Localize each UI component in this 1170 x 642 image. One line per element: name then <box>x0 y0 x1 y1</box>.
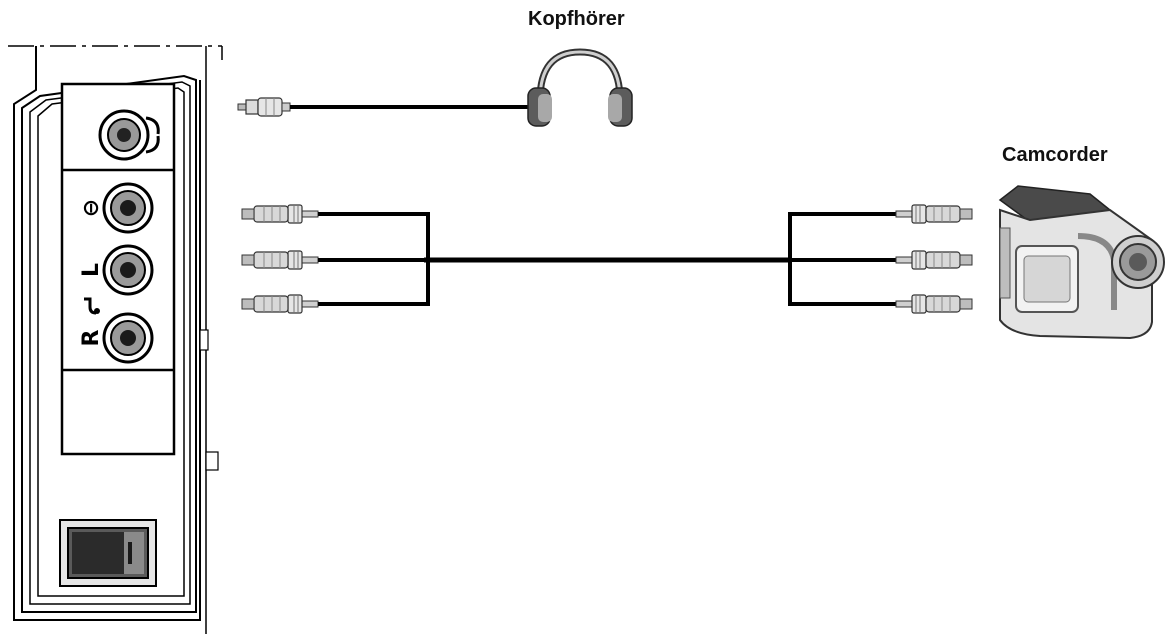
camcorder-label: Camcorder <box>1002 144 1108 166</box>
audio-note-icon <box>84 297 100 315</box>
camcorder-icon <box>998 185 1165 340</box>
video-in-jack <box>102 182 154 234</box>
audio-left-symbol: L <box>79 263 104 277</box>
av-cable-left-plugs <box>241 204 319 314</box>
video-symbol: ⊖ <box>79 199 104 217</box>
audio-right-symbol: R <box>79 329 104 346</box>
headphones-label: Kopfhörer <box>528 8 625 30</box>
audio-right-jack <box>102 312 154 364</box>
av-cable <box>318 212 900 306</box>
tv-side-panel: ⊖ L R <box>8 45 223 634</box>
av-cable-right-plugs <box>895 204 973 314</box>
audio-left-jack <box>102 244 154 296</box>
power-switch <box>59 519 157 587</box>
headphones-icon <box>527 48 633 127</box>
headphone-jack <box>98 109 160 161</box>
headphone-cable <box>237 97 534 117</box>
